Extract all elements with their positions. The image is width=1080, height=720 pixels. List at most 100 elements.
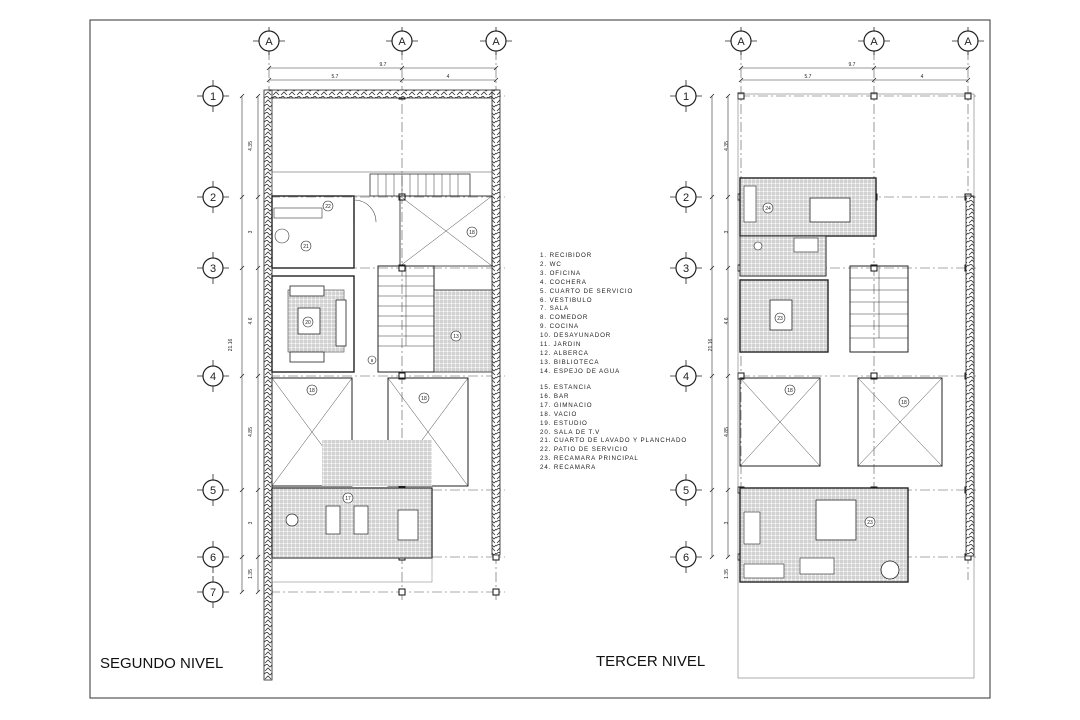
room-tag-text: 20 xyxy=(305,320,311,326)
legend-item: 10. DESAYUNADOR xyxy=(540,332,612,340)
dim-side-part: 4.6 xyxy=(248,317,254,324)
dimensions-left: 9.7 5.7 4 21.16 4.35 3 4.6 4.85 3 1.35 xyxy=(228,62,450,579)
axis-label-column: A xyxy=(964,36,972,48)
legend-item: 7. SALA xyxy=(540,305,570,313)
axis-label-row: 4 xyxy=(683,371,689,383)
axis-bubble-column xyxy=(258,30,280,52)
stone-wall-top xyxy=(267,89,499,99)
dim-side-total: 21.16 xyxy=(228,339,234,352)
dim-side-part: 4.35 xyxy=(724,141,730,151)
legend-item: 22. PATIO DE SERVICIO xyxy=(540,446,629,454)
axis-bubble-row xyxy=(202,85,224,107)
legend-item: 14. ESPEJO DE AGUA xyxy=(540,367,621,375)
axis-bubble-row xyxy=(202,365,224,387)
axis-label-row: 3 xyxy=(210,263,216,275)
legend-item: 17. GIMNACIO xyxy=(540,401,593,409)
room-tag-text: 18 xyxy=(421,396,427,402)
dim-side-part: 1.35 xyxy=(248,569,254,579)
room-tag-text: 23 xyxy=(867,520,873,526)
axis-bubble-column xyxy=(485,30,507,52)
void-mid-left xyxy=(271,377,353,487)
stone-wall-left xyxy=(263,89,273,681)
closet-upper xyxy=(743,185,757,223)
dim-side-part: 1.35 xyxy=(724,569,730,579)
legend-item: 6. VESTIBULO xyxy=(540,296,593,304)
washer xyxy=(274,228,290,244)
sofa-right xyxy=(335,299,347,347)
axis-label-row: 1 xyxy=(683,91,689,103)
plan-tercer-nivel: 24 23 18 18 23 xyxy=(737,93,975,679)
dim-top-part: 4 xyxy=(921,74,924,80)
master-sofa xyxy=(799,557,835,575)
tub-upper xyxy=(793,237,819,253)
axis-label-row: 2 xyxy=(210,192,216,204)
room-tag-text: 18 xyxy=(469,230,475,236)
dim-side-part: 4.85 xyxy=(248,427,254,437)
dim-top-total: 9.7 xyxy=(380,62,387,68)
sofa-top xyxy=(289,285,325,297)
axis-label-row: 3 xyxy=(683,263,689,275)
axis-label-column: A xyxy=(492,36,500,48)
stair-central-treads xyxy=(378,266,434,347)
legend-item: 19. ESTUDIO xyxy=(540,419,588,427)
axis-bubble-row xyxy=(675,257,697,279)
tv-room xyxy=(271,275,355,373)
axis-bubble-row xyxy=(202,186,224,208)
legend-item: 11. JARDIN xyxy=(540,341,582,349)
lobby-floor xyxy=(322,440,432,486)
axis-label-row: 1 xyxy=(210,91,216,103)
legend-item: 4. COCHERA xyxy=(540,278,587,286)
axis-label-row: 5 xyxy=(210,485,216,497)
axis-bubble-row xyxy=(202,581,224,603)
void-upper-right xyxy=(399,195,493,267)
axis-bubble-row xyxy=(675,365,697,387)
legend-item: 15. ESTANCIA xyxy=(540,384,592,391)
patio-outline xyxy=(271,171,493,197)
dim-top-part: 5.7 xyxy=(332,74,339,80)
door-swing xyxy=(353,199,377,223)
room-tag-text: 6 xyxy=(371,358,374,363)
axis-bubble-row xyxy=(675,546,697,568)
bed-upper xyxy=(809,197,851,223)
axis-bubble-column xyxy=(957,30,979,52)
gym-equipment-3 xyxy=(353,505,369,535)
legend-item: 3. OFICINA xyxy=(540,269,581,277)
axis-label-row: 2 xyxy=(683,192,689,204)
room-tag-text: 22 xyxy=(325,204,331,210)
plant xyxy=(880,560,900,580)
title-segundo-nivel: SEGUNDO NIVEL xyxy=(100,655,224,672)
room-tag-text: 18 xyxy=(787,388,793,394)
dim-side-part: 4.35 xyxy=(248,141,254,151)
room-tag-text: 23 xyxy=(777,316,783,322)
axis-label-row: 7 xyxy=(210,587,216,599)
legend-item: 24. RECAMARA xyxy=(540,464,597,472)
axis-label-row: 6 xyxy=(683,552,689,564)
stair-right-treads xyxy=(850,266,908,339)
title-tercer-nivel: TERCER NIVEL xyxy=(596,653,706,670)
axis-bubble-row xyxy=(675,479,697,501)
room-tag-text: 17 xyxy=(345,496,351,502)
legend-item: 2. WC xyxy=(540,260,562,268)
legend-item: 20. SALA DE T.V xyxy=(540,428,601,436)
room-tag-text: 18 xyxy=(309,388,315,394)
stone-wall-right-plan xyxy=(965,195,975,557)
plan-segundo-nivel: 22 21 18 20 13 18 18 17 6 xyxy=(263,89,501,681)
legend-item: 8. COMEDOR xyxy=(540,314,589,322)
axis-bubble-row xyxy=(202,546,224,568)
master-bath-tub xyxy=(743,511,761,545)
legend-item: 21. CUARTO DE LAVADO Y PLANCHADO xyxy=(540,437,688,445)
laundry-room xyxy=(271,195,355,269)
axis-bubble-column xyxy=(391,30,413,52)
axis-label-row: 4 xyxy=(210,371,216,383)
axis-bubble-row xyxy=(202,257,224,279)
sheet-border xyxy=(89,19,991,699)
dim-side-part: 4.85 xyxy=(724,427,730,437)
stair-upper-treads xyxy=(377,174,459,196)
axis-bubble-row xyxy=(675,85,697,107)
stone-wall-right xyxy=(491,89,501,556)
axis-label-row: 5 xyxy=(683,485,689,497)
dim-side-part: 3 xyxy=(724,230,730,233)
room-tag-text: 18 xyxy=(901,400,907,406)
master-bed xyxy=(815,499,857,541)
dim-top-total: 9.7 xyxy=(849,62,856,68)
